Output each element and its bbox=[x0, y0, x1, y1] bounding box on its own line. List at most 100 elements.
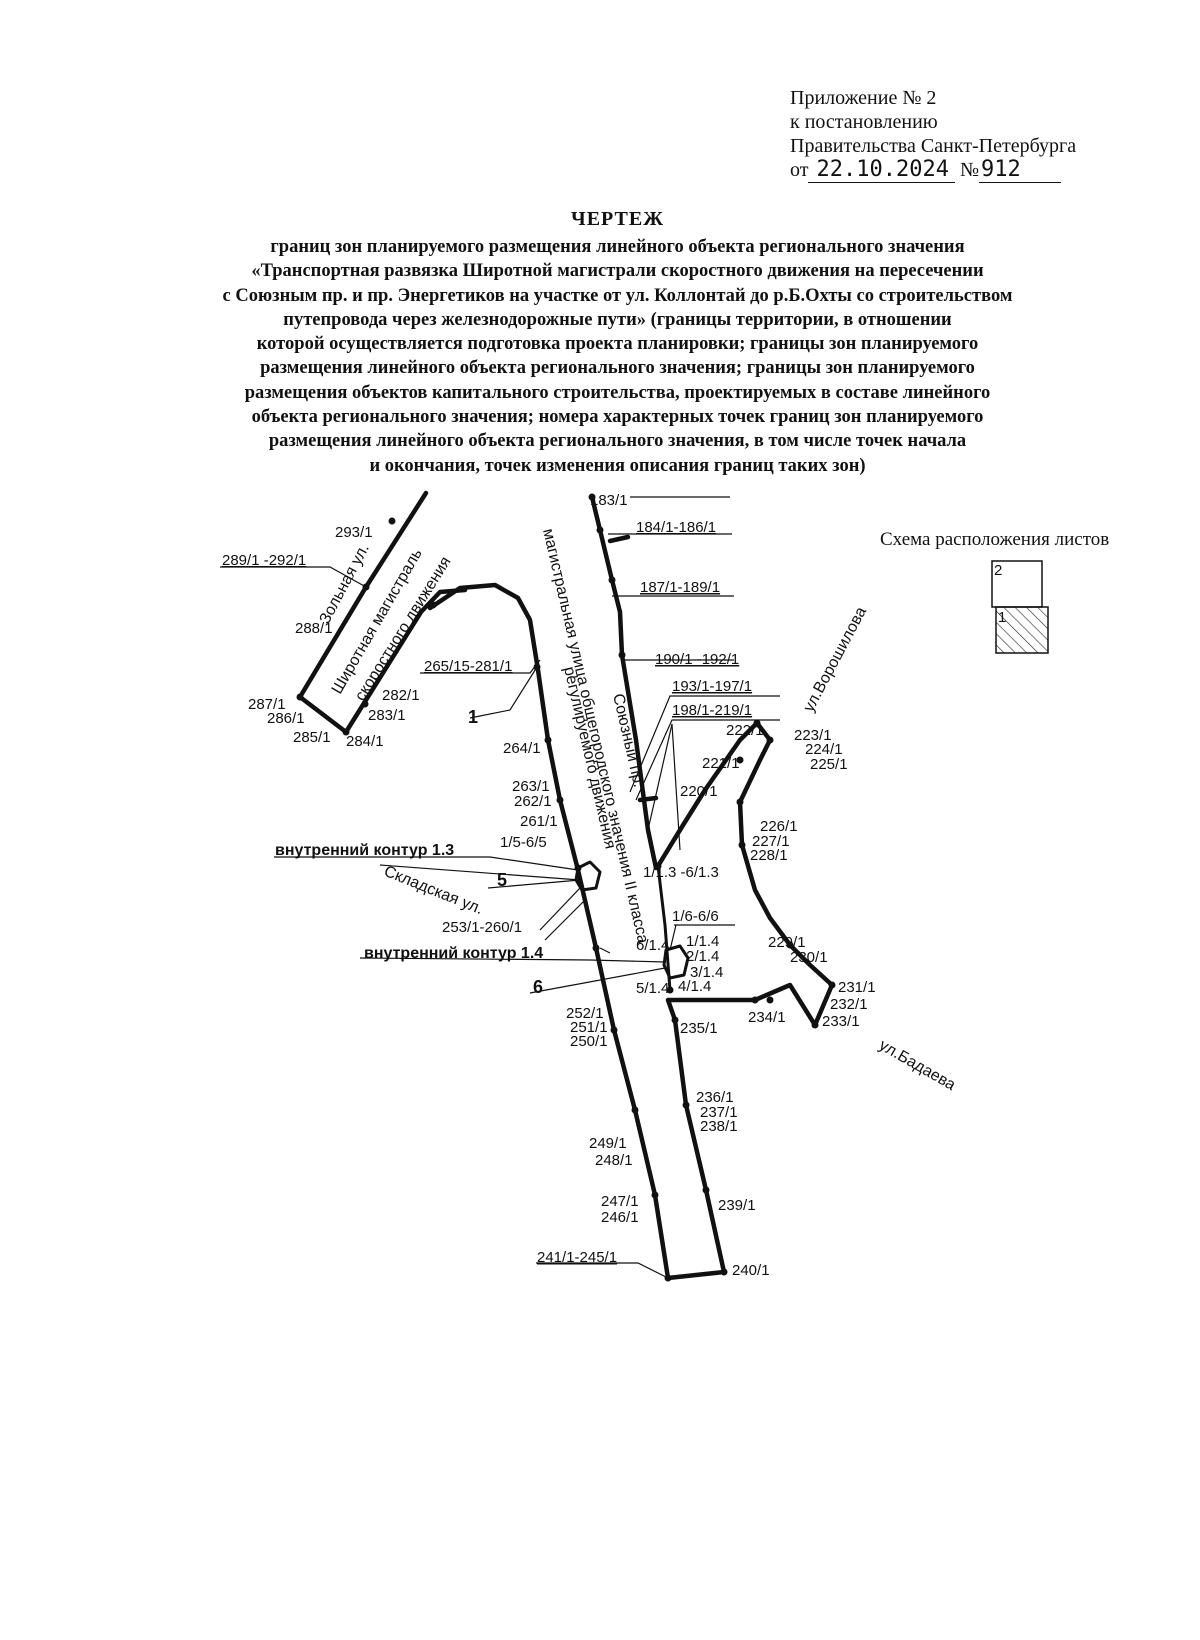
vertex-point bbox=[361, 700, 369, 708]
point-label: 282/1 bbox=[382, 687, 420, 704]
inner-contour-1-4 bbox=[662, 944, 690, 980]
point-label: 184/1-186/1 bbox=[636, 519, 716, 536]
vertex-point bbox=[631, 1106, 639, 1114]
point-label: 224/1 bbox=[805, 741, 843, 758]
point-label: 231/1 bbox=[838, 979, 876, 996]
leader-line bbox=[629, 695, 780, 793]
leader-line bbox=[220, 566, 367, 588]
point-label: 241/1-245/1 bbox=[537, 1249, 617, 1266]
vertex-point bbox=[720, 1268, 728, 1276]
leader-line bbox=[487, 879, 581, 889]
decree-date: 22.10.2024 bbox=[808, 157, 955, 183]
point-label: 225/1 bbox=[810, 756, 848, 773]
leader-line bbox=[469, 666, 538, 719]
number-prefix: № bbox=[959, 159, 980, 181]
title-line: путепровода через железнодорожные пути» … bbox=[283, 309, 952, 330]
point-label: 1/1.4 bbox=[686, 933, 719, 950]
point-label: 240/1 bbox=[732, 1262, 770, 1279]
title-main: ЧЕРТЕЖ bbox=[571, 208, 664, 230]
vertex-point bbox=[786, 941, 794, 949]
leader-line bbox=[669, 924, 677, 951]
title-line: размещения линейного объекта регионально… bbox=[268, 431, 967, 452]
point-label: 252/1 bbox=[566, 1005, 604, 1022]
label-inner-contour-1-4: внутренний контур 1.4 bbox=[364, 945, 543, 962]
vertex-point bbox=[651, 1191, 659, 1199]
vertex-point bbox=[588, 493, 596, 501]
title-line: с Союзным пр. и пр. Энергетиков на участ… bbox=[222, 285, 1013, 306]
point-label: 253/1-260/1 bbox=[442, 919, 522, 936]
point-label: 263/1 bbox=[512, 778, 550, 795]
point-labels: 183/1 184/1-186/1 187/1-189/1 190/1 -192… bbox=[222, 492, 876, 1279]
vertex-point bbox=[751, 996, 759, 1004]
vertex-point bbox=[828, 981, 836, 989]
sheet-2-number: 2 bbox=[994, 562, 1002, 579]
point-label: 2/1.4 bbox=[686, 948, 719, 965]
vertex-point bbox=[429, 601, 437, 609]
point-label: 4/1.4 bbox=[678, 978, 711, 995]
leader-line bbox=[647, 723, 673, 831]
vertex-point bbox=[618, 651, 626, 659]
vertex-point bbox=[574, 864, 582, 872]
street-voroshilova: ул.Ворошилова bbox=[801, 604, 871, 715]
point-label: 237/1 bbox=[700, 1104, 738, 1121]
point-label: 187/1-189/1 bbox=[640, 579, 720, 596]
leader-line bbox=[379, 864, 581, 881]
title-line: размещения объектов капитального строите… bbox=[244, 382, 991, 403]
tick-mark bbox=[637, 795, 659, 803]
zone-number-1: 1 bbox=[468, 707, 478, 727]
leader-line bbox=[420, 659, 541, 674]
point-label: 284/1 bbox=[346, 733, 384, 750]
leader-line bbox=[359, 957, 666, 963]
point-label: 3/1.4 bbox=[690, 964, 723, 981]
vertex-point bbox=[736, 798, 744, 806]
leader-line bbox=[539, 887, 581, 931]
vertex-point bbox=[753, 719, 761, 727]
vertex-point bbox=[596, 526, 604, 534]
point-label: 293/1 bbox=[335, 524, 373, 541]
point-label: 1/6-6/6 bbox=[672, 908, 719, 925]
vertex-point bbox=[388, 517, 396, 525]
point-label: 239/1 bbox=[718, 1197, 756, 1214]
title-line: объекта регионального значения; номера х… bbox=[251, 407, 984, 428]
point-label: 198/1-219/1 bbox=[672, 702, 752, 719]
leader-line bbox=[544, 899, 586, 941]
point-label: 251/1 bbox=[570, 1019, 608, 1036]
point-label: 232/1 bbox=[830, 996, 868, 1013]
zone-number-6: 6 bbox=[533, 977, 543, 997]
point-label: 230/1 bbox=[790, 949, 828, 966]
leader-lines bbox=[220, 496, 780, 1279]
leader-line bbox=[635, 719, 780, 801]
decree-number: 912 bbox=[979, 157, 1061, 183]
leader-line bbox=[599, 947, 611, 954]
point-label: 234/1 bbox=[748, 1009, 786, 1026]
point-label: 233/1 bbox=[822, 1013, 860, 1030]
point-label: 265/15-281/1 bbox=[424, 658, 512, 675]
street-badaeva: ул.Бадаева bbox=[876, 1037, 958, 1094]
vertex-point bbox=[296, 693, 304, 701]
point-label: 221/1 bbox=[702, 755, 740, 772]
vertex-point bbox=[811, 1021, 819, 1029]
leader-line bbox=[671, 723, 681, 851]
point-label: 283/1 bbox=[368, 707, 406, 724]
vertex-point bbox=[556, 796, 564, 804]
point-label: 262/1 bbox=[514, 793, 552, 810]
vertex-point bbox=[671, 1016, 679, 1024]
label-inner-contour-1-3: внутренний контур 1.3 bbox=[275, 842, 454, 859]
point-label: 190/1 -192/1 bbox=[655, 651, 739, 668]
street-soyuzny: Союзный пр. bbox=[609, 692, 647, 789]
point-label: 1/5-6/5 bbox=[500, 834, 547, 851]
vertex-point bbox=[544, 736, 552, 744]
point-label: 249/1 bbox=[589, 1135, 627, 1152]
point-label: 223/1 bbox=[794, 727, 832, 744]
government-name: Правительства Санкт-Петербурга bbox=[790, 135, 1077, 157]
vertex-point bbox=[766, 736, 774, 744]
leader-line bbox=[529, 967, 666, 994]
point-label: 183/1 bbox=[590, 492, 628, 509]
point-label: 6/1.4 bbox=[636, 937, 669, 954]
point-label: 5/1.4 bbox=[636, 980, 669, 997]
leader-line bbox=[274, 856, 579, 871]
point-label: 250/1 bbox=[570, 1033, 608, 1050]
point-label: 193/1-197/1 bbox=[672, 678, 752, 695]
point-label: 229/1 bbox=[768, 934, 806, 951]
